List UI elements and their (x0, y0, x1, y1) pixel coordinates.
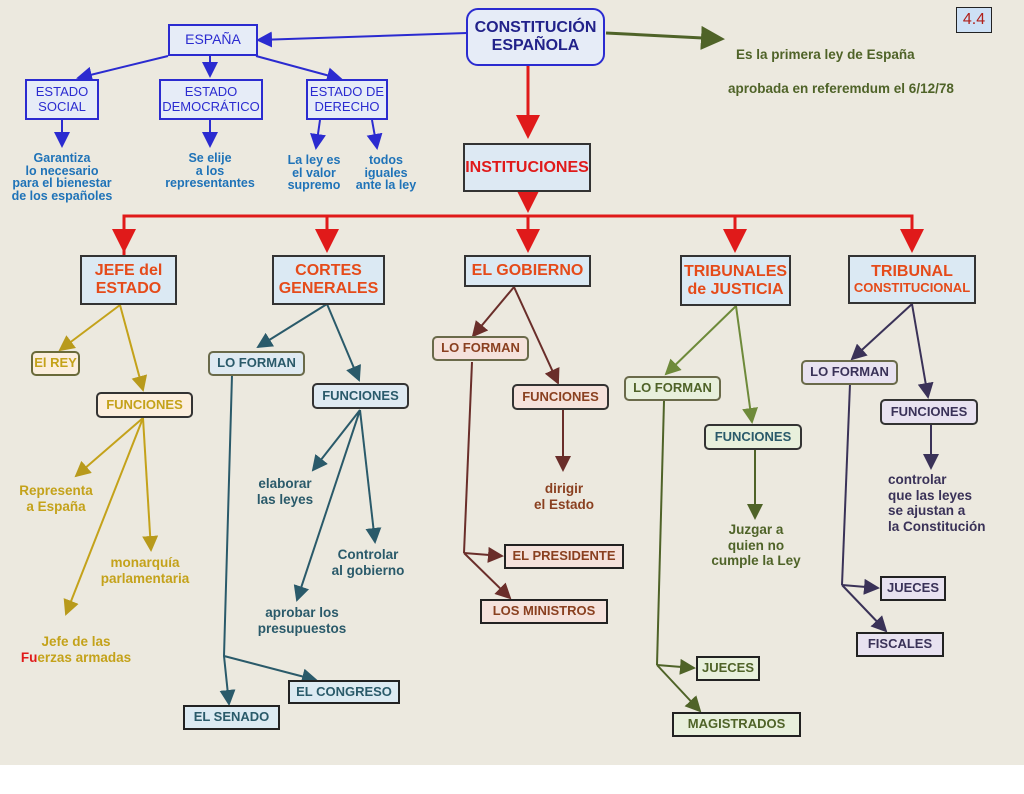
link-loforman-trunk-tc (841, 383, 851, 586)
leaf-ley-valor-supremo: La ley es el valor supremo (287, 153, 341, 192)
node-instituciones[interactable]: INSTITUCIONES (463, 143, 591, 192)
link-root-espana (256, 31, 468, 48)
node-jueces-tribunales[interactable]: JUECES (696, 656, 760, 681)
link-loforman-jueces (656, 658, 696, 675)
link-derecho-leaf2 (366, 119, 383, 150)
node-los-ministros[interactable]: LOS MINISTROS (480, 599, 608, 624)
tc-line2: CONSTITUCIONAL (853, 280, 971, 296)
link-loforman-presidente (463, 546, 504, 563)
node-magistrados[interactable]: MAGISTRADOS (672, 712, 801, 737)
node-lo-forman-gobierno[interactable]: LO FORMAN (432, 336, 529, 361)
node-jefe-del-estado[interactable]: JEFE del ESTADO (80, 255, 177, 305)
node-el-senado[interactable]: EL SENADO (183, 705, 280, 730)
node-funciones-gobierno[interactable]: FUNCIONES (512, 384, 609, 410)
leaf-elaborar-leyes: elaborar las leyes (256, 476, 314, 508)
link-funciones-elaborar (311, 409, 361, 472)
link-loforman-jueces-tc (841, 578, 880, 595)
node-cortes-generales[interactable]: CORTES GENERALES (272, 255, 385, 305)
node-jueces-constitucional[interactable]: JUECES (880, 576, 946, 601)
root-line1: CONSTITUCIÓN (474, 19, 597, 37)
leaf-todos-iguales: todos iguales ante la ley (355, 153, 417, 192)
tc-line1: TRIBUNAL (871, 263, 953, 281)
node-estado-derecho[interactable]: ESTADO DE DERECHO (306, 79, 388, 120)
link-loforman-magistrados (656, 664, 702, 713)
leaf-monarquia-parlamentaria: monarquía parlamentaria (100, 555, 190, 587)
leaf-representa-espana: Representa a España (19, 483, 93, 515)
link-gobierno-loforman (471, 286, 515, 338)
note-line1: Es la primera ley de España (736, 46, 915, 62)
link-cortes-funciones (326, 303, 361, 382)
link-funciones-monarquia (142, 417, 159, 552)
red-bus (122, 214, 914, 256)
page-number-badge: 4.4 (956, 7, 992, 33)
node-el-rey[interactable]: El REY (31, 351, 80, 376)
link-tribunales-funciones (735, 305, 759, 424)
node-funciones-cortes[interactable]: FUNCIONES (312, 383, 409, 409)
node-estado-social[interactable]: ESTADO SOCIAL (25, 79, 99, 120)
node-lo-forman-tribunales[interactable]: LO FORMAN (624, 376, 721, 401)
root-line2: ESPAÑOLA (491, 37, 580, 54)
root-node-constitucion[interactable]: CONSTITUCIÓN ESPAÑOLA (466, 8, 605, 66)
link-tribunales-loforman (664, 305, 737, 376)
node-tribunales-justicia[interactable]: TRIBUNALES de JUSTICIA (680, 255, 791, 306)
concept-map-canvas: 4.4 CONSTITUCIÓN ESPAÑOLA Es la primera … (0, 0, 1024, 765)
leaf-controlar-leyes: controlar que las leyes se ajustan a la … (888, 472, 986, 534)
node-fiscales[interactable]: FISCALES (856, 632, 944, 657)
node-el-presidente[interactable]: EL PRESIDENTE (504, 544, 624, 569)
fuerzas-rest: erzas armadas (37, 650, 132, 666)
leaf-juzgar: Juzgar a quien no cumple la Ley (711, 522, 801, 569)
leaf-se-elije: Se elije a los representantes (165, 151, 255, 190)
fuerzas-prefix: Jefe de las (41, 634, 111, 650)
fuerzas-highlight: Fu (20, 650, 38, 666)
link-constitucional-funciones (911, 303, 934, 399)
node-tribunal-constitucional[interactable]: TRIBUNAL CONSTITUCIONAL (848, 255, 976, 304)
node-funciones-jefe[interactable]: FUNCIONES (96, 392, 193, 418)
link-funciones-controlar (359, 409, 382, 544)
node-estado-democratico[interactable]: ESTADO DEMOCRÁTICO (159, 79, 263, 120)
node-el-congreso[interactable]: EL CONGRESO (288, 680, 400, 704)
link-jefe-funciones (119, 304, 148, 392)
link-root-note (605, 25, 725, 50)
link-jefe-rey (58, 304, 121, 352)
link-loforman-trunk (219, 374, 236, 706)
link-espana-social (76, 55, 169, 83)
link-loforman-trunk-trib (656, 400, 665, 666)
leaf-dirigir-estado: dirigir el Estado (533, 481, 595, 513)
link-funciones-representa (74, 417, 144, 478)
link-gobierno-funciones (513, 286, 560, 385)
link-constitucional-loforman (850, 303, 913, 361)
link-derecho-leaf1 (310, 119, 326, 150)
link-cortes-loforman (256, 303, 328, 349)
note-line2: aprobada en referemdum el 6/12/78 (728, 80, 954, 96)
link-loforman-trunk-gob (463, 361, 473, 554)
node-espana[interactable]: ESPAÑA (168, 24, 258, 56)
node-lo-forman-cortes[interactable]: LO FORMAN (208, 351, 305, 376)
leaf-aprobar-presupuestos: aprobar los presupuestos (257, 605, 347, 637)
link-espana-derecho (255, 55, 343, 84)
leaf-garantiza: Garantiza lo necesario para el bienestar… (11, 151, 113, 203)
node-el-gobierno[interactable]: EL GOBIERNO (464, 255, 591, 287)
link-loforman-congreso (223, 655, 318, 685)
root-note: Es la primera ley de España aprobada en … (728, 30, 954, 114)
leaf-jefe-fuerzas-armadas: Jefe de las Fuerzas armadas (14, 618, 138, 667)
node-funciones-tribunales[interactable]: FUNCIONES (704, 424, 802, 450)
node-lo-forman-constitucional[interactable]: LO FORMAN (801, 360, 898, 385)
leaf-controlar-gobierno: Controlar al gobierno (331, 547, 405, 579)
node-funciones-constitucional[interactable]: FUNCIONES (880, 399, 978, 425)
